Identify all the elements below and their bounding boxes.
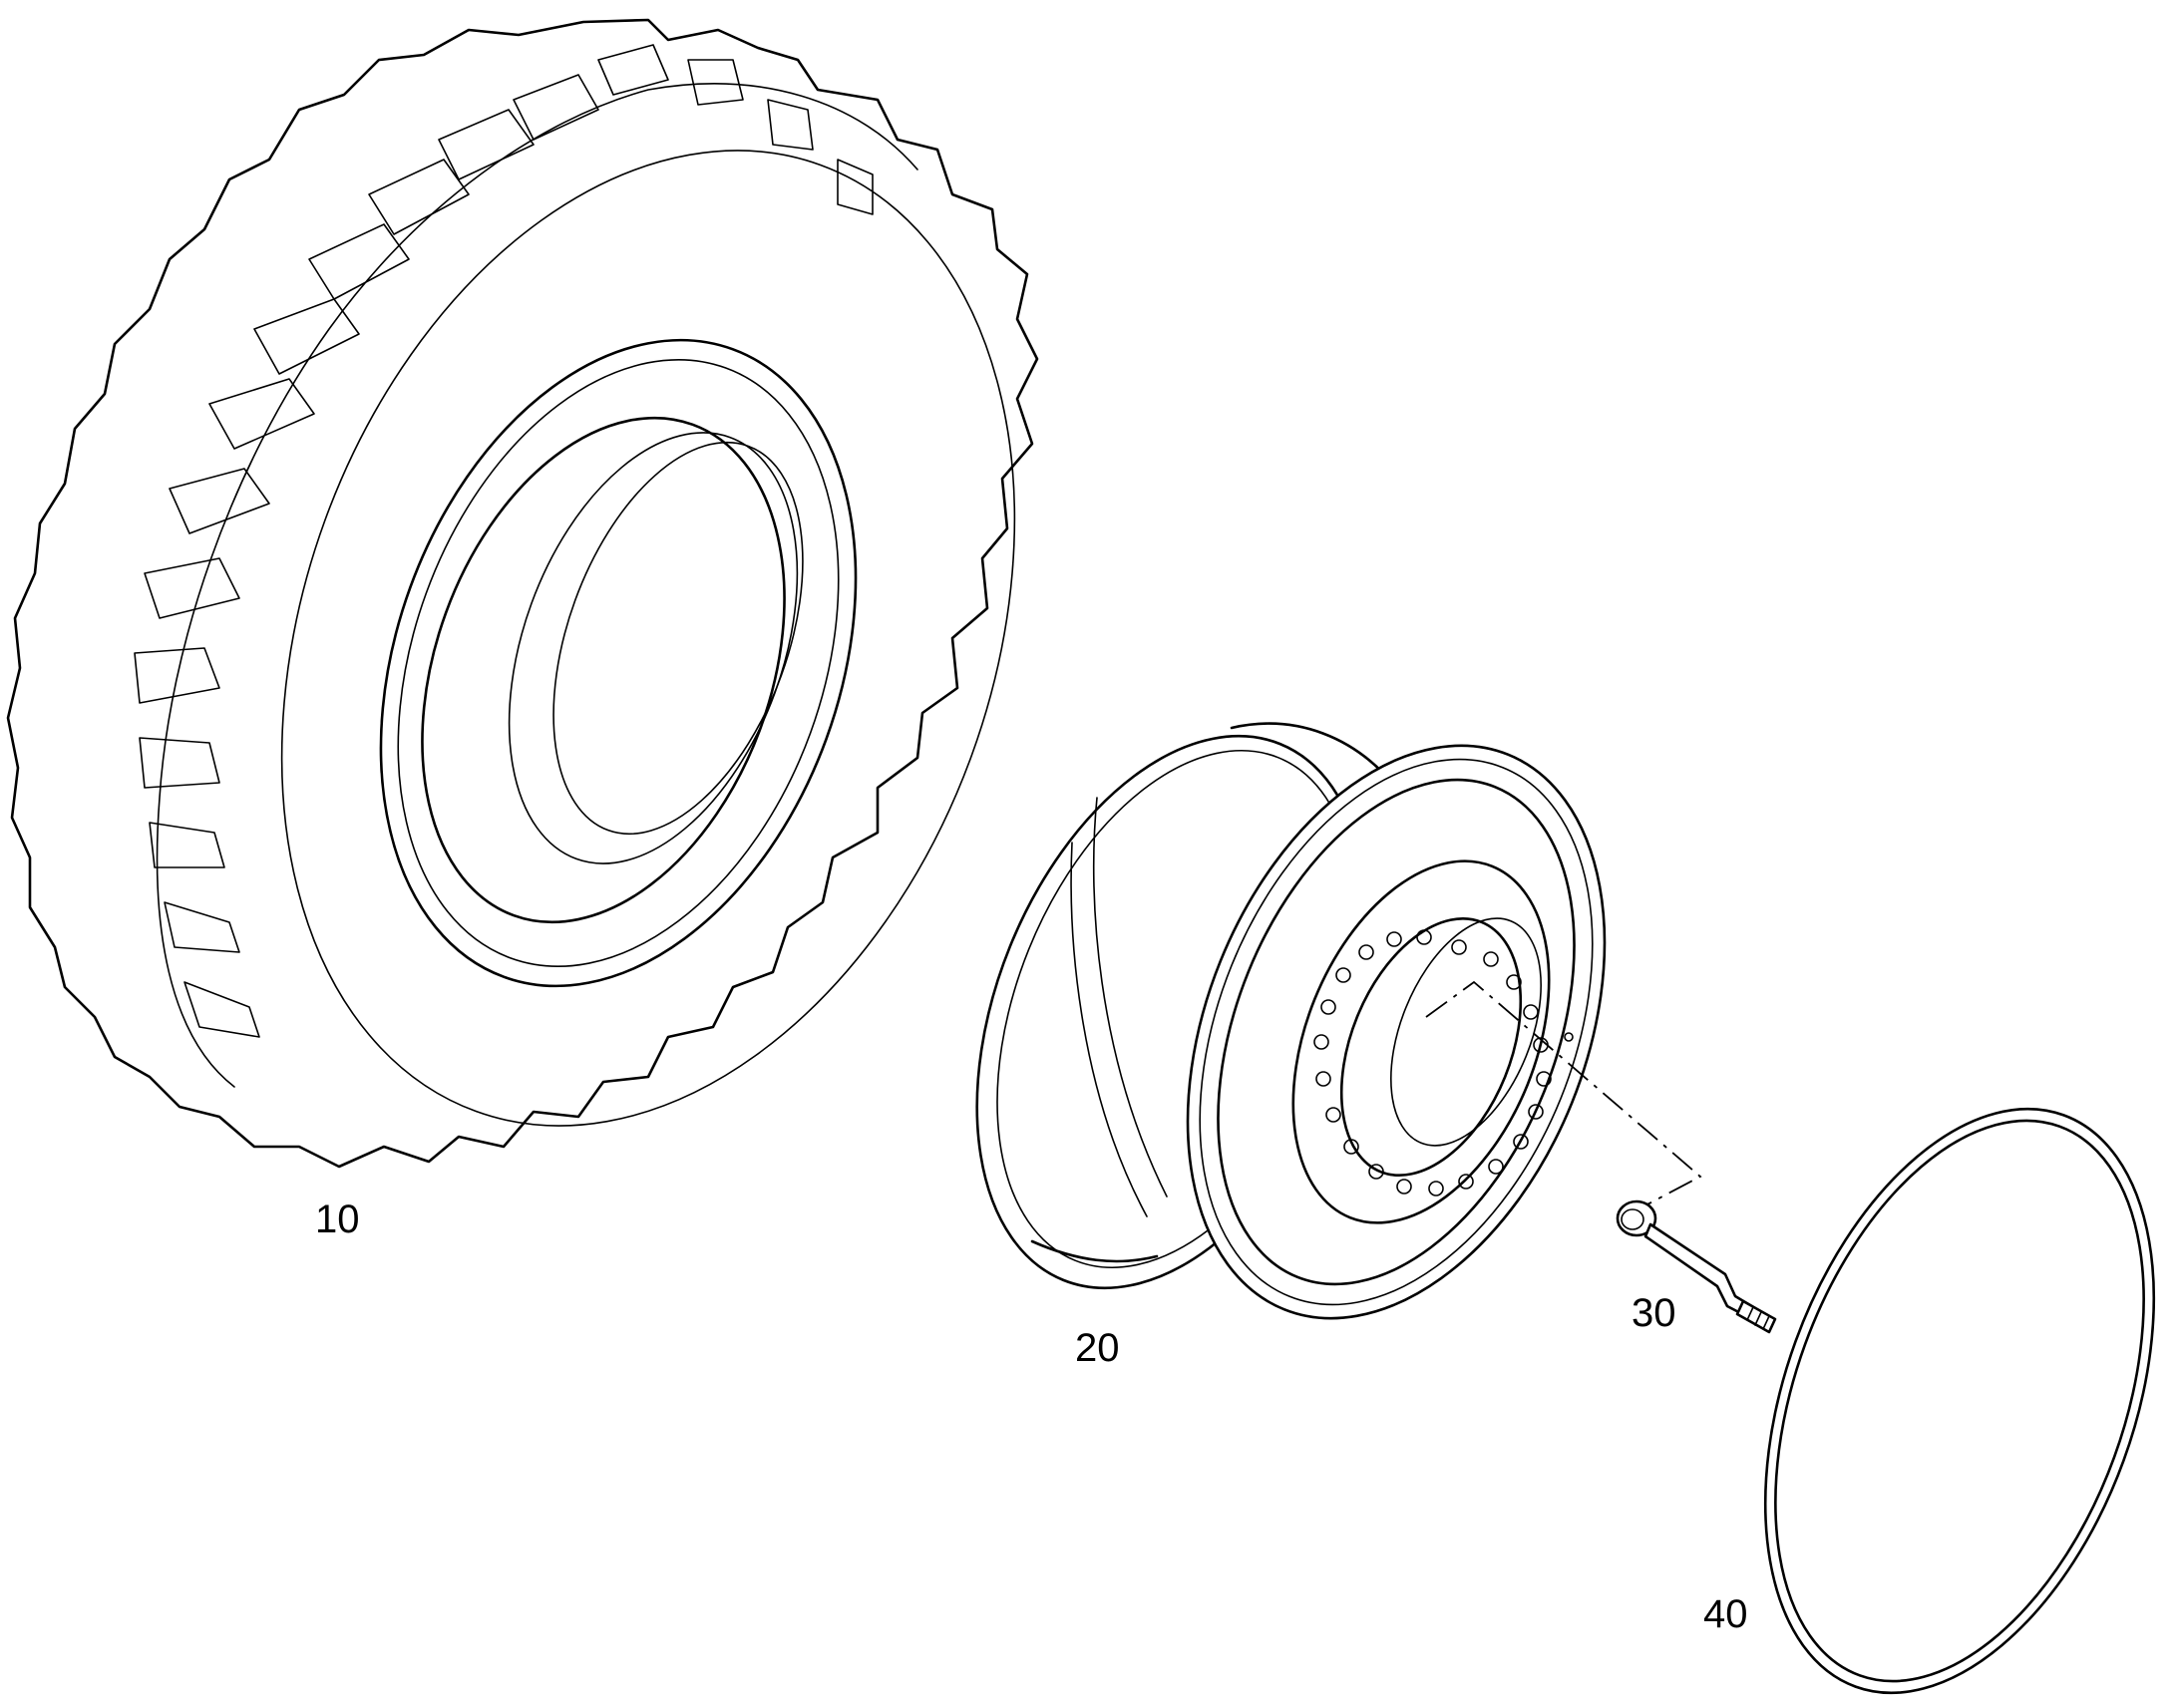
tire-part-10 [6, 18, 1039, 1169]
valve-base-face [1621, 1208, 1644, 1230]
tire-lugs [134, 44, 874, 1038]
tire-bead-inner [397, 359, 840, 967]
o-ring-inner [1774, 1119, 2145, 1683]
callout-tire: 10 [315, 1197, 360, 1241]
rim-front-bead [1217, 778, 1576, 1286]
rim-center-bore-far [1390, 917, 1542, 1147]
tire-tread-outline [6, 18, 1039, 1169]
tire-inner-bore-mid [552, 441, 804, 836]
o-ring-part-40 [1763, 1107, 2156, 1695]
valve-part-30 [1616, 1199, 1777, 1334]
rim-barrel-line-a [1070, 842, 1148, 1217]
o-ring-outer [1763, 1107, 2156, 1695]
rim-valve-hole [1564, 1032, 1574, 1042]
tire-tread-shoulder [156, 83, 918, 1088]
valve-tip-thread [1746, 1306, 1770, 1330]
callout-rim: 20 [1075, 1326, 1120, 1370]
rim-part-20 [975, 722, 1607, 1320]
valve-assembly-line [1425, 980, 1702, 1207]
callout-valve: 30 [1632, 1291, 1676, 1335]
rim-bolt-holes [1313, 929, 1552, 1196]
rim-barrel-bottom [1030, 1239, 1159, 1263]
callout-o-ring: 40 [1703, 1592, 1748, 1636]
tire-sidewall-outer [280, 150, 1016, 1127]
rim-barrel-line-b [1092, 797, 1168, 1197]
rim-front-flange-inner [1199, 758, 1594, 1306]
rim-disc-outer [1291, 859, 1551, 1224]
rim-center-bore [1339, 916, 1523, 1178]
tire-bead-outer [379, 338, 858, 988]
